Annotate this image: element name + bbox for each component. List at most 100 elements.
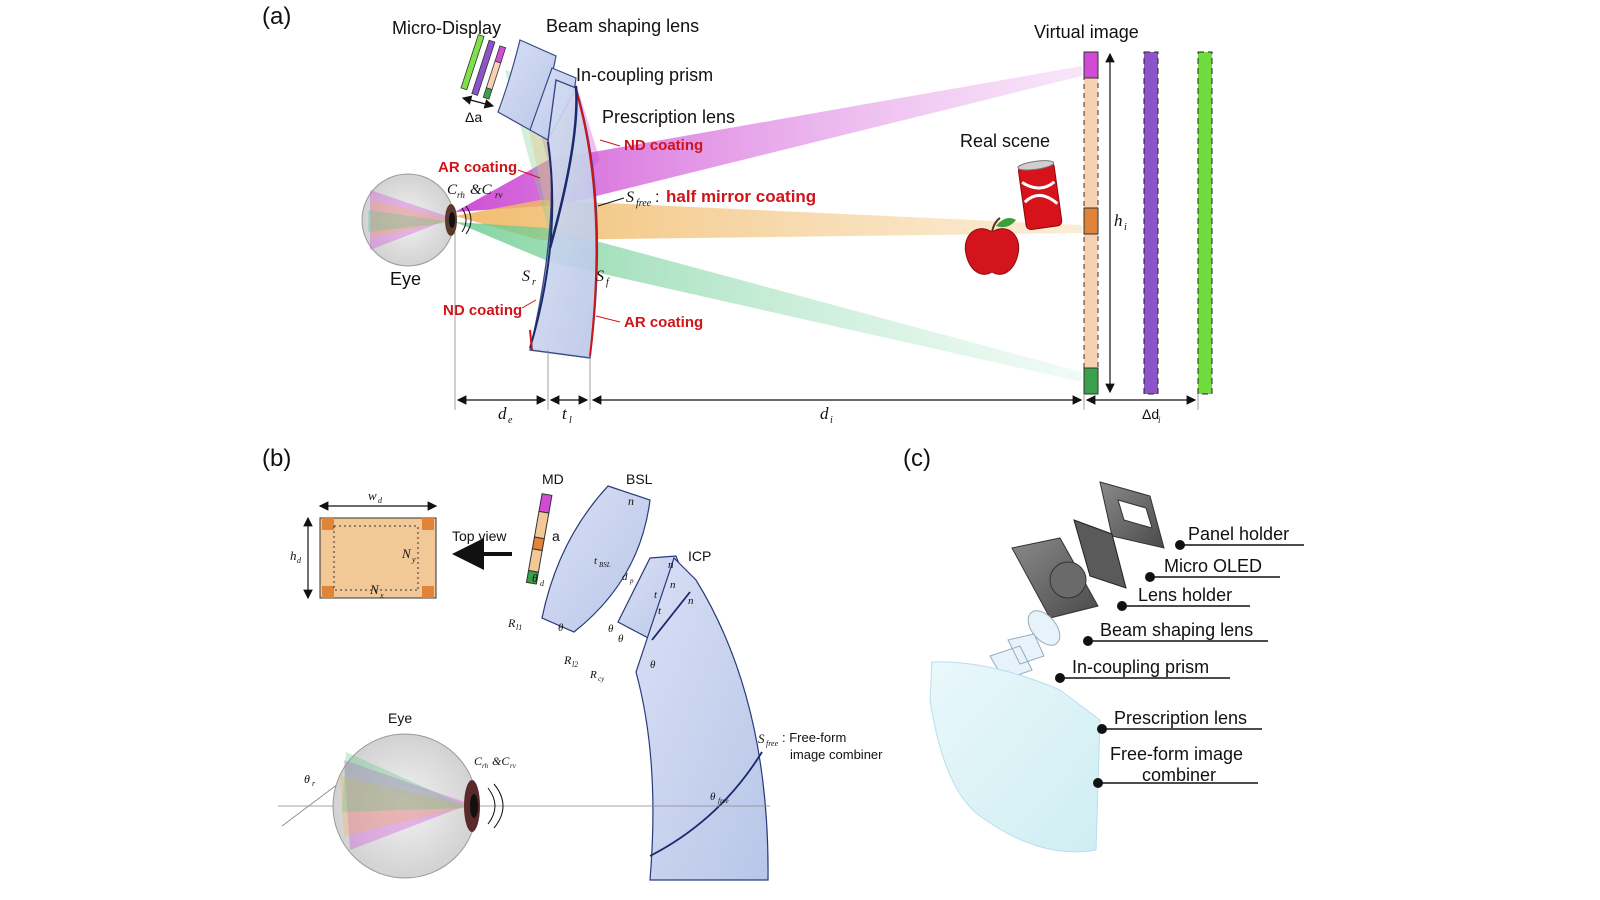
svg-text:rv: rv xyxy=(510,762,517,770)
svg-text:S: S xyxy=(522,268,530,285)
prescription-lens-label: Prescription lens xyxy=(602,107,735,127)
sr-symbol: S r xyxy=(522,268,536,288)
free-form-combiner-b xyxy=(635,556,769,881)
svg-text:θ: θ xyxy=(710,791,716,803)
svg-text:S: S xyxy=(758,731,765,746)
sfree-desc-line-2: image combiner xyxy=(790,747,883,762)
svg-text:n: n xyxy=(688,595,694,607)
svg-text:N: N xyxy=(401,546,412,561)
delta-a-arrow xyxy=(461,95,495,109)
svg-text:t: t xyxy=(562,404,568,423)
svg-text:n: n xyxy=(668,559,674,571)
virtual-image-layer-1 xyxy=(1083,51,1099,395)
magenta-ray-bundle xyxy=(455,66,1082,212)
sfree-symbol-a: S free : xyxy=(626,189,659,209)
svg-text:l1: l1 xyxy=(516,623,522,632)
svg-text:l: l xyxy=(569,415,572,426)
svg-text:n: n xyxy=(670,579,676,591)
svg-text:d: d xyxy=(297,556,302,565)
eye-a xyxy=(361,173,472,267)
svg-text:θ: θ xyxy=(650,659,656,671)
svg-text:θ: θ xyxy=(618,633,624,645)
nd-coating-bottom-label: ND coating xyxy=(443,302,522,319)
delta-di-symbol: Δd i xyxy=(1142,406,1161,425)
virtual-image-label: Virtual image xyxy=(1034,22,1139,42)
leader-dots xyxy=(1055,540,1185,788)
svg-text:free: free xyxy=(636,198,652,209)
svg-text:θ: θ xyxy=(608,623,614,635)
top-view-panel: w d h d N y N x xyxy=(290,488,438,600)
nd-coating-top-label: ND coating xyxy=(624,137,703,154)
svg-text:t: t xyxy=(658,605,662,617)
eye-b xyxy=(332,733,504,879)
micro-oled-part xyxy=(1073,519,1127,589)
hi-symbol: h i xyxy=(1114,211,1127,233)
svg-text:θ: θ xyxy=(532,571,538,585)
svg-text:rh: rh xyxy=(457,190,465,200)
svg-text:d: d xyxy=(622,571,628,583)
svg-text:R: R xyxy=(563,653,572,667)
bsl-label: BSL xyxy=(626,471,653,487)
eye-a-label: Eye xyxy=(390,269,421,289)
svg-text:S: S xyxy=(596,268,604,285)
svg-text:w: w xyxy=(368,488,377,503)
svg-text:d: d xyxy=(378,496,383,505)
sfree-surface-b xyxy=(649,591,763,857)
svg-text:d: d xyxy=(820,404,829,423)
panel-holder-label: Panel holder xyxy=(1188,524,1289,544)
soda-can-icon xyxy=(1017,160,1063,231)
panel-b: (b) w d h d N y N x Top view xyxy=(262,445,883,881)
svg-text:C: C xyxy=(447,182,458,198)
svg-text:d: d xyxy=(540,579,545,588)
svg-text:i: i xyxy=(830,415,833,426)
prescription-lens-c-label: Prescription lens xyxy=(1114,708,1247,728)
svg-text:Δd: Δd xyxy=(1142,406,1159,422)
combiner-part xyxy=(929,661,1101,853)
svg-text:R: R xyxy=(507,616,516,630)
svg-text:i: i xyxy=(1158,415,1161,425)
sfree-symbol-b: S free xyxy=(758,731,779,748)
sf-symbol: S f xyxy=(596,268,610,288)
micro-display xyxy=(460,34,507,100)
svg-text:h: h xyxy=(290,548,297,563)
orange-ray-bundle xyxy=(455,200,1082,240)
svg-text:l2: l2 xyxy=(572,660,578,669)
crh-crv-symbol: C rh &C rv xyxy=(447,182,503,200)
tl-symbol: t l xyxy=(562,404,572,426)
nd-coating-top-line xyxy=(575,89,598,357)
free-form-combiner-label-1: Free-form image xyxy=(1110,744,1243,764)
svg-text:S: S xyxy=(626,189,634,206)
real-scene-label: Real scene xyxy=(960,131,1050,151)
top-view-label: Top view xyxy=(452,528,507,544)
micro-display-label: Micro-Display xyxy=(392,18,501,38)
svg-text:t: t xyxy=(594,555,598,567)
half-mirror-surface-line xyxy=(548,85,578,249)
svg-text:θ: θ xyxy=(304,772,310,786)
panel-a: (a) Eye Δa xyxy=(262,3,1213,426)
svg-text:rv: rv xyxy=(495,190,503,200)
micro-oled-label: Micro OLED xyxy=(1164,556,1262,576)
svg-text:p: p xyxy=(629,577,634,585)
svg-text:e: e xyxy=(508,415,513,426)
panel-b-letter: (b) xyxy=(262,445,291,472)
panel-holder-part xyxy=(1099,481,1165,549)
panel-a-letter: (a) xyxy=(262,3,291,30)
eye-b-label: Eye xyxy=(388,710,412,726)
panel-c: (c) Panel holder Micro OLE xyxy=(903,445,1304,853)
apple-icon xyxy=(964,217,1020,275)
delta-a-label: Δa xyxy=(465,109,482,125)
in-coupling-prism-c-label: In-coupling prism xyxy=(1072,657,1209,677)
sfree-desc-line-1: : Free-form xyxy=(782,730,846,745)
icp-label: ICP xyxy=(688,548,711,564)
svg-text:θ: θ xyxy=(558,622,564,634)
de-symbol: d e xyxy=(498,404,513,426)
leader-lines xyxy=(1060,544,1304,784)
ar-coating-bottom-label: AR coating xyxy=(624,314,703,331)
di-symbol: d i xyxy=(820,404,833,426)
svg-text:t: t xyxy=(654,589,658,601)
svg-text:n: n xyxy=(628,494,634,508)
in-coupling-prism-label: In-coupling prism xyxy=(576,65,713,85)
md-bar xyxy=(525,493,553,585)
a-distance-label: a xyxy=(552,528,560,544)
